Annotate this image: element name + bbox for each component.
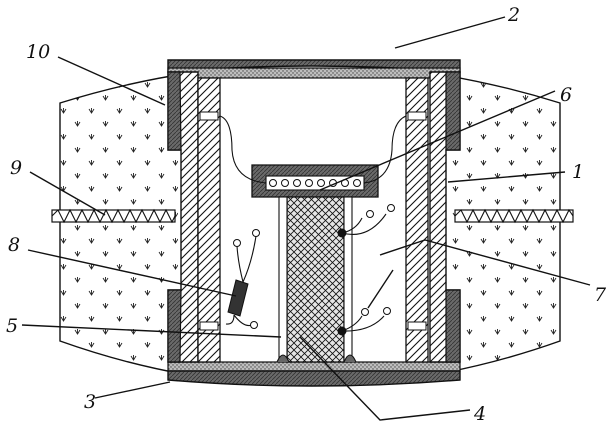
callout-6: 6 <box>560 84 572 106</box>
seal-cap-br <box>445 289 461 363</box>
callout-1: 1 <box>572 161 584 183</box>
bottom-plate <box>167 361 461 372</box>
sample-column <box>286 196 345 363</box>
top-plate <box>167 67 461 79</box>
callout-2: 2 <box>507 4 520 26</box>
seal-cap-tr <box>445 71 461 151</box>
seal-cap-tl <box>167 71 182 151</box>
callout-9: 9 <box>10 157 22 179</box>
callout-10: 10 <box>26 41 50 63</box>
callout-4: 4 <box>473 403 486 425</box>
inner-sleeve-left <box>197 77 221 363</box>
callout-5: 5 <box>6 315 18 337</box>
callout-7: 7 <box>594 284 607 306</box>
terminal-beads <box>269 179 361 187</box>
seal-cap-bl <box>167 289 182 363</box>
bottom-cover <box>167 370 461 387</box>
membrane-left <box>51 208 176 224</box>
callout-8: 8 <box>8 234 20 256</box>
inner-sleeve-right <box>405 77 429 363</box>
membrane-right <box>454 208 574 224</box>
heater-element <box>227 279 249 317</box>
callout-3: 3 <box>84 391 96 413</box>
